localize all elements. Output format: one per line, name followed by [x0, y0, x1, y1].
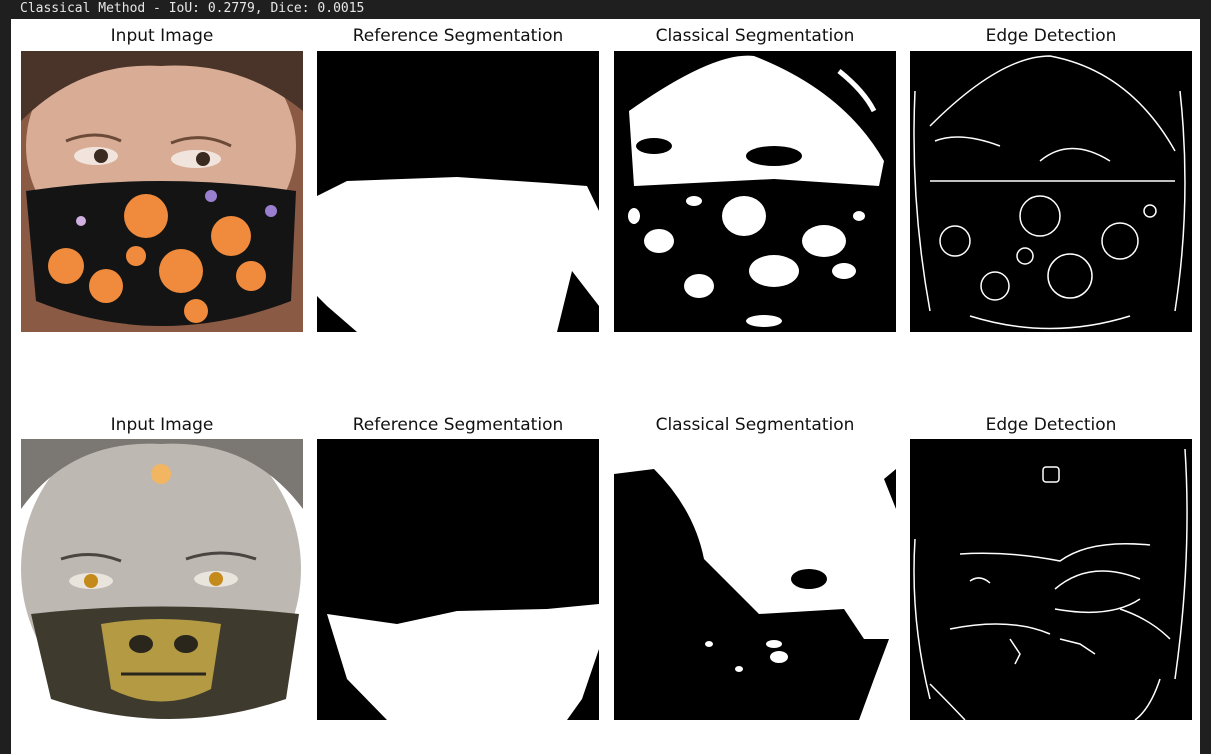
input-image-photo	[21, 439, 303, 720]
panel-title: Input Image	[110, 26, 214, 46]
panel-title: Edge Detection	[985, 415, 1117, 435]
edge-detection-image	[910, 439, 1192, 720]
edge-detection-image	[910, 51, 1192, 332]
panel-title: Edge Detection	[985, 26, 1117, 46]
window-title: Classical Method - IoU: 0.2779, Dice: 0.…	[20, 1, 365, 16]
panel-title: Reference Segmentation	[352, 26, 564, 46]
classical-segmentation-image	[614, 51, 896, 332]
reference-segmentation-image	[317, 51, 599, 332]
reference-segmentation-image	[317, 439, 599, 720]
figure-canvas: Input Image	[11, 19, 1200, 754]
window-titlebar: Classical Method - IoU: 0.2779, Dice: 0.…	[0, 0, 1211, 19]
panel-title: Classical Segmentation	[655, 26, 855, 46]
panel-title: Classical Segmentation	[655, 415, 855, 435]
panel-title: Input Image	[110, 415, 214, 435]
input-image-photo	[21, 51, 303, 332]
panel-title: Reference Segmentation	[352, 415, 564, 435]
classical-segmentation-image	[614, 439, 896, 720]
